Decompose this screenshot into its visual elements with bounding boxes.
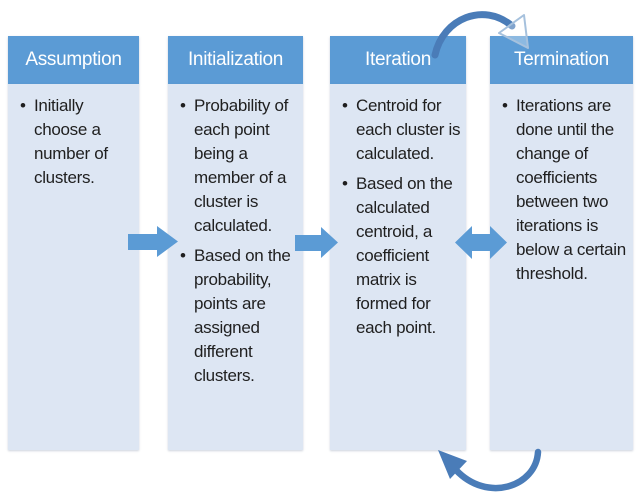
bullet-text: Initially choose a number of clusters. — [34, 96, 108, 187]
list-item: • Based on the calculated centroid, a co… — [342, 172, 463, 340]
list-item: • Centroid for each cluster is calculate… — [342, 94, 463, 166]
bullet-text: Iterations are done until the change of … — [516, 96, 626, 283]
panel-termination: Termination • Iterations are done until … — [490, 36, 633, 450]
bullet-icon: • — [180, 246, 186, 265]
panel-assumption-header: Assumption — [8, 36, 139, 84]
panel-iteration-title: Iteration — [365, 49, 431, 70]
list-item: • Initially choose a number of clusters. — [20, 94, 136, 190]
bullet-list: • Iterations are done until the change o… — [490, 84, 633, 286]
list-item: • Probability of each point being a memb… — [180, 94, 300, 238]
bullet-list: • Centroid for each cluster is calculate… — [330, 84, 466, 340]
panel-termination-title: Termination — [514, 49, 609, 70]
panel-iteration-body: • Centroid for each cluster is calculate… — [330, 84, 466, 450]
loop-arrow-bottom-icon — [438, 448, 542, 492]
panel-iteration: Iteration • Centroid for each cluster is… — [330, 36, 466, 450]
panel-initialization-body: • Probability of each point being a memb… — [168, 84, 303, 450]
list-item: • Iterations are done until the change o… — [502, 94, 630, 286]
panel-initialization: Initialization • Probability of each poi… — [168, 36, 303, 450]
bullet-icon: • — [502, 96, 508, 115]
bullet-text: Based on the probability, points are ass… — [194, 246, 291, 385]
panel-termination-header: Termination — [490, 36, 633, 84]
panel-initialization-title: Initialization — [187, 49, 284, 70]
list-item: • Based on the probability, points are a… — [180, 244, 300, 388]
panel-assumption-title: Assumption — [25, 49, 122, 70]
bullet-text: Probability of each point being a member… — [194, 96, 289, 235]
bullet-icon: • — [180, 96, 186, 115]
panel-termination-body: • Iterations are done until the change o… — [490, 84, 633, 450]
bullet-list: • Probability of each point being a memb… — [168, 84, 303, 388]
bullet-icon: • — [342, 96, 348, 115]
panel-assumption-body: • Initially choose a number of clusters. — [8, 84, 139, 450]
panel-initialization-header: Initialization — [168, 36, 303, 84]
panel-iteration-header: Iteration — [330, 36, 466, 84]
panel-assumption: Assumption • Initially choose a number o… — [8, 36, 139, 450]
bullet-list: • Initially choose a number of clusters. — [8, 84, 139, 190]
bullet-icon: • — [342, 174, 348, 193]
bullet-text: Centroid for each cluster is calculated. — [356, 96, 461, 163]
bullet-text: Based on the calculated centroid, a coef… — [356, 174, 453, 337]
bullet-icon: • — [20, 96, 26, 115]
